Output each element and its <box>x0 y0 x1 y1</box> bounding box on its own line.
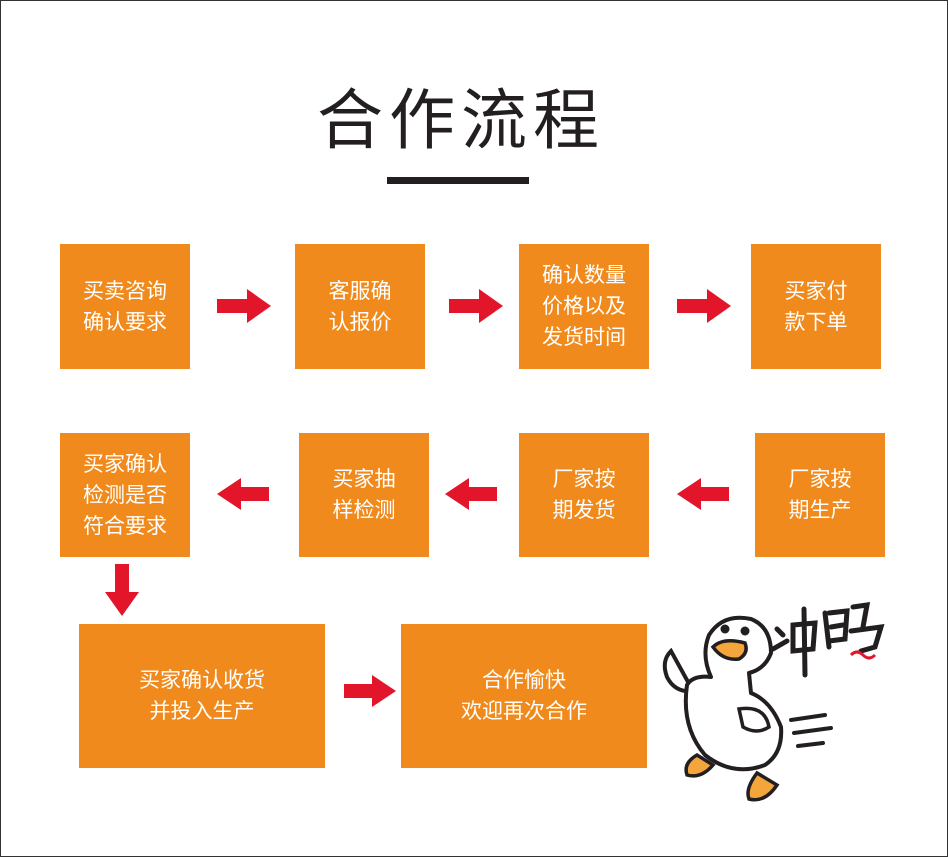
step-box-7: 买家抽 样检测 <box>299 433 429 557</box>
arrow-left-icon <box>217 478 269 510</box>
step-box-3: 确认数量 价格以及 发货时间 <box>519 244 649 369</box>
step-box-4: 买家付 款下单 <box>751 244 881 369</box>
step-box-10: 合作愉快 欢迎再次合作 <box>401 624 647 768</box>
arrow-left-icon <box>677 478 729 510</box>
arrow-right-icon <box>217 289 271 323</box>
arrow-down-icon <box>105 564 139 616</box>
step-box-1: 买卖咨询 确认要求 <box>60 244 190 369</box>
arrow-right-icon <box>449 289 503 323</box>
arrow-left-icon <box>445 478 497 510</box>
duck-mascot-icon <box>662 602 885 802</box>
step-box-8: 买家确认 检测是否 符合要求 <box>60 433 190 557</box>
step-box-5: 厂家按 期生产 <box>755 433 885 557</box>
step-box-9: 买家确认收货 并投入生产 <box>79 624 325 768</box>
page-title: 合作流程 <box>317 82 605 159</box>
step-box-2: 客服确 认报价 <box>295 244 425 369</box>
title-underline <box>387 177 529 184</box>
arrow-right-icon <box>677 289 731 323</box>
step-box-6: 厂家按 期发货 <box>519 433 649 557</box>
arrow-right-icon <box>344 675 396 707</box>
